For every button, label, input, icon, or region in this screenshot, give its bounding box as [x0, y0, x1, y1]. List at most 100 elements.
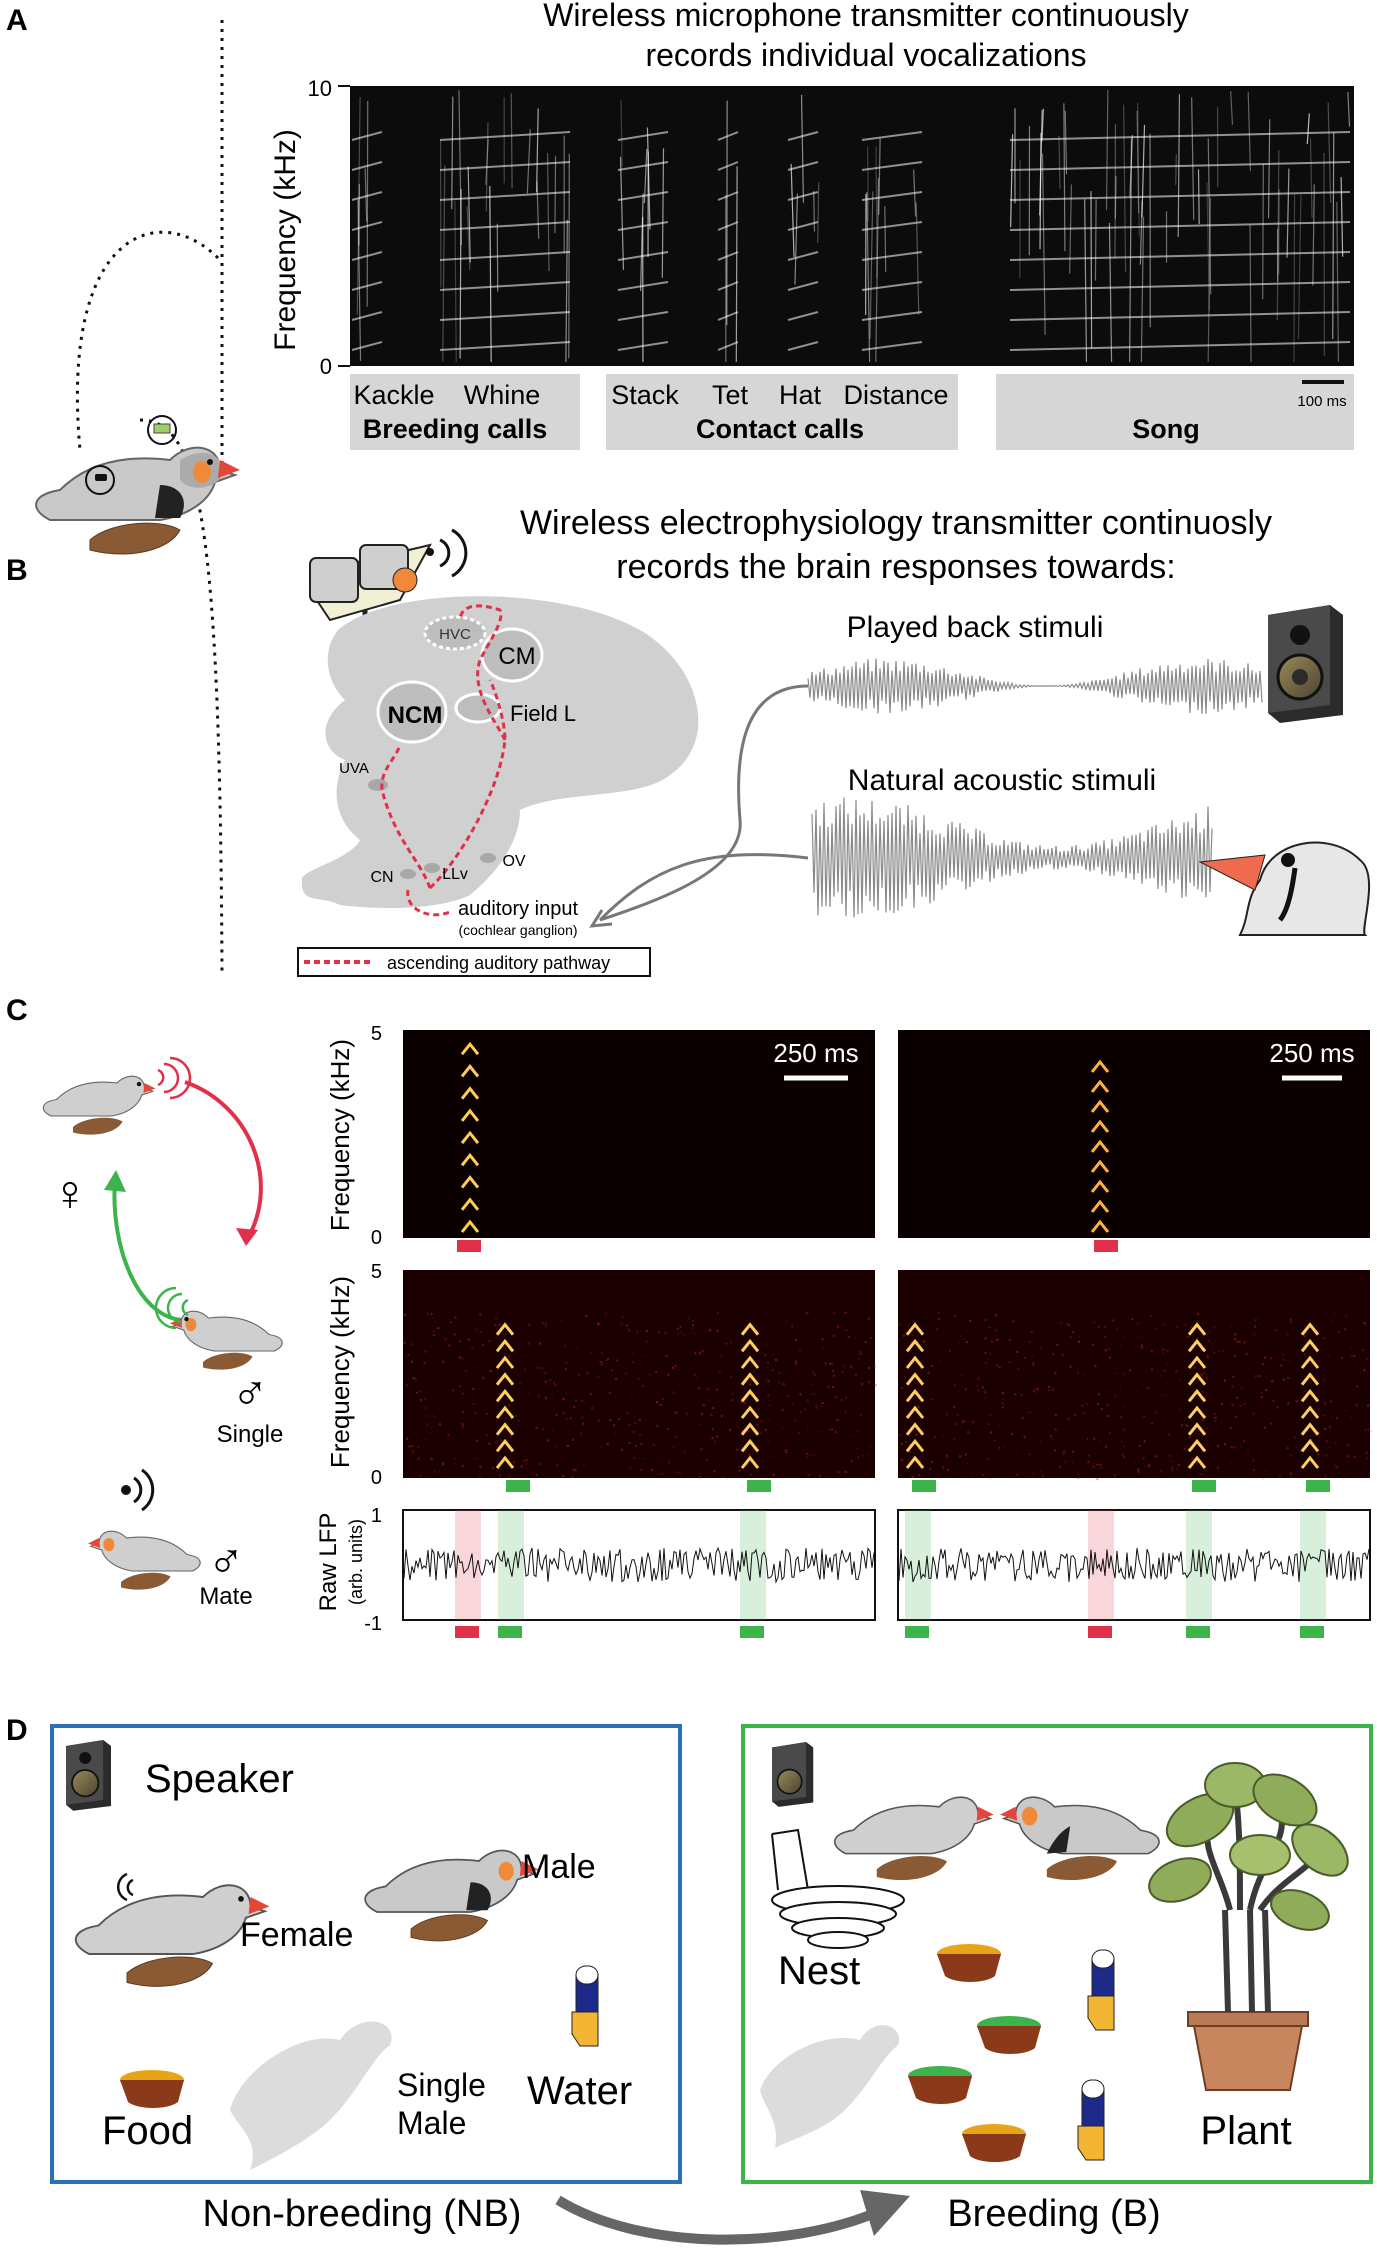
nb-to-b-arrow	[555, 2195, 872, 2245]
call-name-whine: Whine	[464, 380, 541, 410]
natural-acoustic-stimuli-label: Natural acoustic stimuli	[848, 764, 1156, 797]
female-symbol: ♀	[51, 1165, 89, 1221]
nb-water-label: Water	[527, 2069, 632, 2113]
mate-transmitter-signal-icon	[121, 1468, 155, 1512]
single-male-vocal-icon	[154, 1286, 189, 1330]
label-field-l: Field L	[510, 701, 576, 726]
nb-female-signal-icon	[117, 1872, 134, 1902]
b-nest-label: Nest	[778, 1949, 860, 1993]
panel-a-signal-arc	[75, 230, 220, 451]
contact-calls-box	[606, 374, 958, 450]
scale-label-left: 250 ms	[773, 1038, 858, 1068]
panel-c: C ♀ ♂ Single	[6, 994, 1372, 1638]
b-speaker-icon	[772, 1742, 814, 1807]
mate-label: Mate	[199, 1583, 252, 1610]
tick-mid-min: 0	[371, 1467, 382, 1489]
nb-single-label-1: Single	[397, 2067, 486, 2103]
panel-a-title-2: records individual vocalizations	[645, 37, 1086, 73]
nb-food-label: Food	[102, 2109, 193, 2153]
mate-bird-icon	[88, 1530, 201, 1590]
label-cn: CN	[370, 869, 393, 886]
nb-single-label-2: Male	[397, 2105, 466, 2141]
b-plant-icon	[1148, 1762, 1349, 2091]
nb-female-label: Female	[240, 1916, 353, 1954]
group-breeding-calls: Breeding calls	[363, 414, 548, 444]
pathway-legend-box	[297, 947, 651, 977]
stimulus-arrow-playback	[599, 684, 809, 922]
panel-a-title-1: Wireless microphone transmitter continuo…	[543, 0, 1189, 33]
panel-c-spectrogram-bg	[898, 1030, 1370, 1238]
female-bird-icon	[42, 1075, 156, 1135]
panel-c-ylabel-middle: Frequency (kHz)	[325, 1276, 355, 1468]
b-male-bird-icon	[1000, 1796, 1160, 1881]
panel-a-spectrograms	[350, 86, 1354, 366]
arrow-male-to-female	[112, 1179, 186, 1322]
panel-c-ylabel-top: Frequency (kHz)	[325, 1039, 355, 1231]
panel-b-title-2: records the brain responses towards:	[616, 548, 1175, 586]
panel-a-scale-label: 100 ms	[1297, 393, 1346, 410]
non-breeding-enclosure	[50, 1724, 682, 2184]
panel-c-spectrogram-bg	[403, 1030, 875, 1238]
call-name-kackle: Kackle	[353, 380, 434, 410]
label-hvc: HVC	[439, 626, 471, 643]
nb-speaker-icon	[66, 1740, 111, 1811]
panel-a-letter: A	[6, 4, 28, 37]
call-name-tet: Tet	[712, 380, 749, 410]
label-llv: LLv	[442, 866, 468, 883]
stimulus-waveforms	[807, 658, 1263, 918]
label-ov: OV	[502, 853, 525, 870]
lfp-trace	[403, 1546, 875, 1584]
label-cochlear-ganglion: (cochlear ganglion)	[458, 922, 577, 938]
panel-b-title-1: Wireless electrophysiology transmitter c…	[520, 504, 1272, 542]
b-female-bird-icon	[834, 1796, 994, 1881]
tick-lfp-min: -1	[364, 1613, 382, 1635]
nb-single-male-silhouette-icon	[230, 2021, 392, 2170]
label-cm: CM	[498, 643, 535, 670]
panel-c-spectrograms	[402, 1030, 1372, 1638]
lfp-trace-box	[897, 1509, 1371, 1621]
label-auditory-input: auditory input	[458, 898, 579, 920]
group-song: Song	[1132, 414, 1200, 444]
single-male-bird-icon	[170, 1310, 283, 1370]
single-male-symbol: ♂	[231, 1365, 269, 1421]
b-caption: Breeding (B)	[947, 2193, 1160, 2235]
panel-c-spectrogram-bg	[898, 1270, 1370, 1478]
nb-male-bird-icon	[364, 1849, 539, 1942]
panel-b-letter: B	[6, 554, 28, 587]
call-name-hat: Hat	[779, 380, 822, 410]
nb-female-bird-icon	[74, 1884, 270, 1987]
brain-diagram: HVC CM NCM Field L UVA CN LLv OV auditor…	[301, 596, 699, 938]
nb-food-bowl-icon	[120, 2070, 184, 2108]
nb-water-dispenser-icon	[571, 1965, 599, 2047]
b-water-dispensers	[1077, 1949, 1115, 2161]
panel-d: D Speaker Female Male	[6, 1714, 1373, 2245]
single-male-label: Single	[217, 1421, 284, 1448]
call-name-stack: Stack	[611, 380, 679, 410]
b-plant-label: Plant	[1200, 2109, 1291, 2153]
panel-a: A Wireless microphone transmitter contin…	[6, 0, 1354, 976]
tick-mid-max: 5	[371, 1261, 382, 1283]
lfp-trace-box	[402, 1509, 876, 1621]
female-vocal-icon	[157, 1056, 192, 1100]
nb-caption: Non-breeding (NB)	[203, 2193, 522, 2235]
nb-speaker-label: Speaker	[145, 1757, 294, 1801]
panel-b: B Wireless electrophysiology transmitter…	[6, 504, 1370, 977]
pathway-legend-label: ascending auditory pathway	[387, 953, 610, 973]
panel-a-ylabel: Frequency (kHz)	[269, 129, 302, 351]
label-uva: UVA	[339, 760, 369, 777]
panel-d-letter: D	[6, 1714, 28, 1747]
b-nest-icon	[771, 1828, 905, 1949]
panel-c-spectrogram-bg	[403, 1270, 875, 1478]
panel-a-ymax: 10	[308, 76, 332, 101]
breeding-calls-box	[350, 374, 580, 450]
mate-symbol: ♂	[207, 1533, 245, 1589]
panel-c-letter: C	[6, 994, 28, 1027]
b-single-male-silhouette-icon	[760, 2025, 900, 2148]
panel-c-ylabel-lfp-units: (arb. units)	[346, 1519, 366, 1605]
song-box	[996, 374, 1354, 450]
breeding-enclosure	[741, 1724, 1373, 2184]
call-name-distance: Distance	[843, 380, 948, 410]
panel-c-ylabel-lfp: Raw LFP	[315, 1513, 342, 1612]
scale-label-right: 250 ms	[1269, 1038, 1354, 1068]
b-food-bowls	[908, 1944, 1041, 2162]
